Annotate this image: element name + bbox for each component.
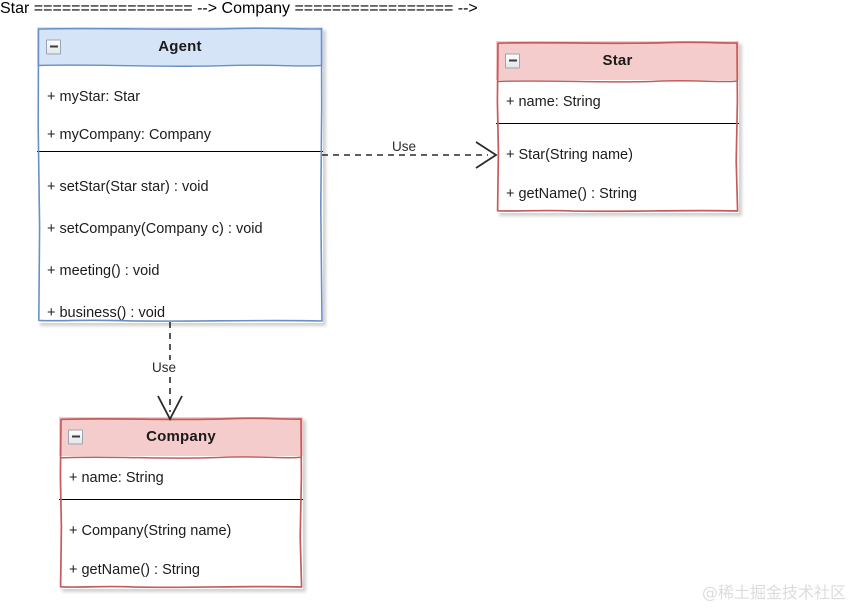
minus-box-icon[interactable] bbox=[46, 39, 61, 54]
uml-class-agent[interactable]: Agent + myStar: Star + myCompany: Compan… bbox=[37, 27, 323, 323]
uml-operations-agent: + setStar(Star star) : void + setCompany… bbox=[37, 152, 323, 322]
uml-attributes-agent: + myStar: Star + myCompany: Company bbox=[37, 66, 323, 152]
uml-operation-row: + getName() : String bbox=[506, 186, 637, 203]
uml-attributes-company: + name: String bbox=[59, 456, 303, 500]
minus-box-icon[interactable] bbox=[505, 53, 520, 68]
uml-operation-row: + setStar(Star star) : void bbox=[47, 178, 209, 195]
uml-attribute-row: + name: String bbox=[506, 93, 601, 110]
uml-operation-row: + meeting() : void bbox=[47, 262, 160, 279]
uml-class-company[interactable]: Company + name: String + Company(String … bbox=[59, 417, 303, 589]
uml-attribute-row: + name: String bbox=[69, 469, 164, 486]
open-arrowhead-icon bbox=[157, 395, 183, 421]
relationship-label-use-company: Use bbox=[150, 360, 179, 375]
uml-operation-row: + Company(String name) bbox=[69, 523, 232, 540]
uml-class-header-agent[interactable]: Agent bbox=[37, 27, 323, 66]
relationship-label-use-star: Use bbox=[390, 139, 419, 154]
watermark: @稀土掘金技术社区 bbox=[701, 583, 846, 602]
uml-attribute-row: + myCompany: Company bbox=[47, 126, 211, 143]
uml-operation-row: + setCompany(Company c) : void bbox=[47, 220, 263, 237]
uml-operations-star: + Star(String name) + getName() : String bbox=[496, 124, 739, 213]
uml-attribute-row: + myStar: Star bbox=[47, 88, 141, 105]
uml-class-title-agent: Agent bbox=[158, 38, 202, 55]
uml-operation-row: + business() : void bbox=[47, 304, 166, 321]
uml-operation-row: + getName() : String bbox=[69, 562, 200, 579]
uml-attributes-star: + name: String bbox=[496, 80, 739, 124]
open-arrowhead-icon bbox=[475, 141, 498, 169]
uml-class-header-star[interactable]: Star bbox=[496, 41, 739, 80]
uml-class-header-company[interactable]: Company bbox=[59, 417, 303, 456]
uml-operations-company: + Company(String name) + getName() : Str… bbox=[59, 500, 303, 589]
uml-operation-row: + Star(String name) bbox=[506, 147, 633, 164]
uml-class-star[interactable]: Star + name: String + Star(String name) … bbox=[496, 41, 739, 213]
uml-class-title-star: Star bbox=[602, 52, 633, 69]
minus-box-icon[interactable] bbox=[68, 429, 83, 444]
uml-class-title-company: Company bbox=[146, 428, 216, 445]
